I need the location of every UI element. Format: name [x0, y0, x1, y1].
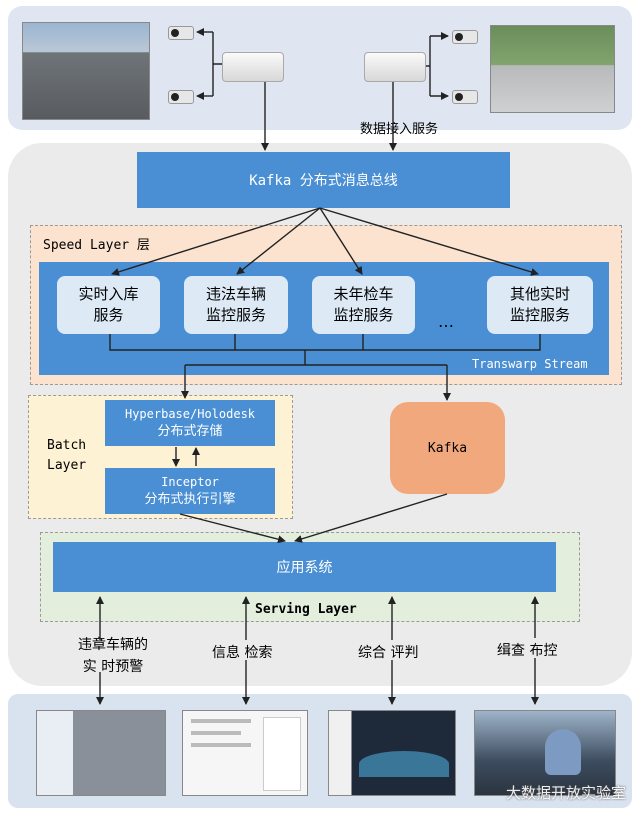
storage-line1: Hyperbase/Holodesk	[124, 407, 256, 421]
evaluation-dashboard-screenshot	[328, 710, 456, 796]
highway-traffic-photo	[22, 22, 150, 120]
server-icon	[222, 52, 284, 82]
storage-box: Hyperbase/Holodesk 分布式存储	[105, 400, 275, 446]
app-line1: 违章车辆的	[78, 637, 148, 653]
execution-engine-box: Inceptor 分布式执行引擎	[105, 468, 275, 514]
service-line2: 监控服务	[509, 306, 570, 324]
app-label-info-search: 信息 检索	[212, 645, 273, 661]
batch-layer-title: Batch Layer	[47, 436, 86, 476]
service-line1: 未年检车	[333, 285, 394, 303]
storage-line2: 分布式存储	[157, 424, 223, 439]
more-services-ellipsis: …	[438, 312, 454, 331]
surveillance-room-photo	[474, 710, 616, 796]
watermark: 大数据开放实验室	[505, 784, 626, 802]
service-box-realtime-ingest: 实时入库服务	[57, 276, 160, 334]
service-box-other-realtime: 其他实时监控服务	[487, 276, 593, 334]
engine-line2: 分布式执行引擎	[144, 492, 236, 507]
camera-icon	[452, 90, 478, 104]
application-system-box: 应用系统	[53, 542, 556, 592]
app-label-surveillance: 缉查 布控	[497, 643, 558, 659]
service-line2: 监控服务	[205, 306, 266, 324]
data-ingest-label: 数据接入服务	[360, 122, 439, 137]
service-line1: 违法车辆	[205, 285, 266, 303]
kafka-box: Kafka	[390, 402, 505, 494]
service-line1: 实时入库	[78, 285, 139, 303]
camera-icon	[168, 26, 194, 40]
service-line1: 其他实时	[509, 285, 570, 303]
app-label-evaluation: 综合 评判	[358, 645, 419, 661]
serving-layer-title: Serving Layer	[255, 602, 357, 617]
service-box-uninspected-vehicle: 未年检车监控服务	[312, 276, 415, 334]
batch-title-line1: Batch	[47, 438, 87, 453]
camera-icon	[452, 30, 478, 44]
service-line2: 监控服务	[333, 306, 394, 324]
service-box-illegal-vehicle: 违法车辆监控服务	[184, 276, 288, 334]
app-label-violation-warning: 违章车辆的 实 时预警	[68, 634, 158, 678]
speed-layer-title: Speed Layer 层	[43, 238, 150, 253]
transwarp-stream-label: Transwarp Stream	[472, 357, 588, 371]
service-line2: 服务	[93, 306, 124, 324]
violation-warning-screenshot	[36, 710, 166, 796]
intersection-traffic-photo	[490, 25, 615, 113]
engine-line1: Inceptor	[161, 475, 219, 489]
kafka-bus-box: Kafka 分布式消息总线	[137, 152, 510, 208]
server-icon	[364, 52, 426, 82]
camera-icon	[168, 90, 194, 104]
info-search-screenshot	[182, 710, 308, 796]
app-line2: 实 时预警	[82, 659, 144, 675]
batch-title-line2: Layer	[47, 458, 87, 473]
